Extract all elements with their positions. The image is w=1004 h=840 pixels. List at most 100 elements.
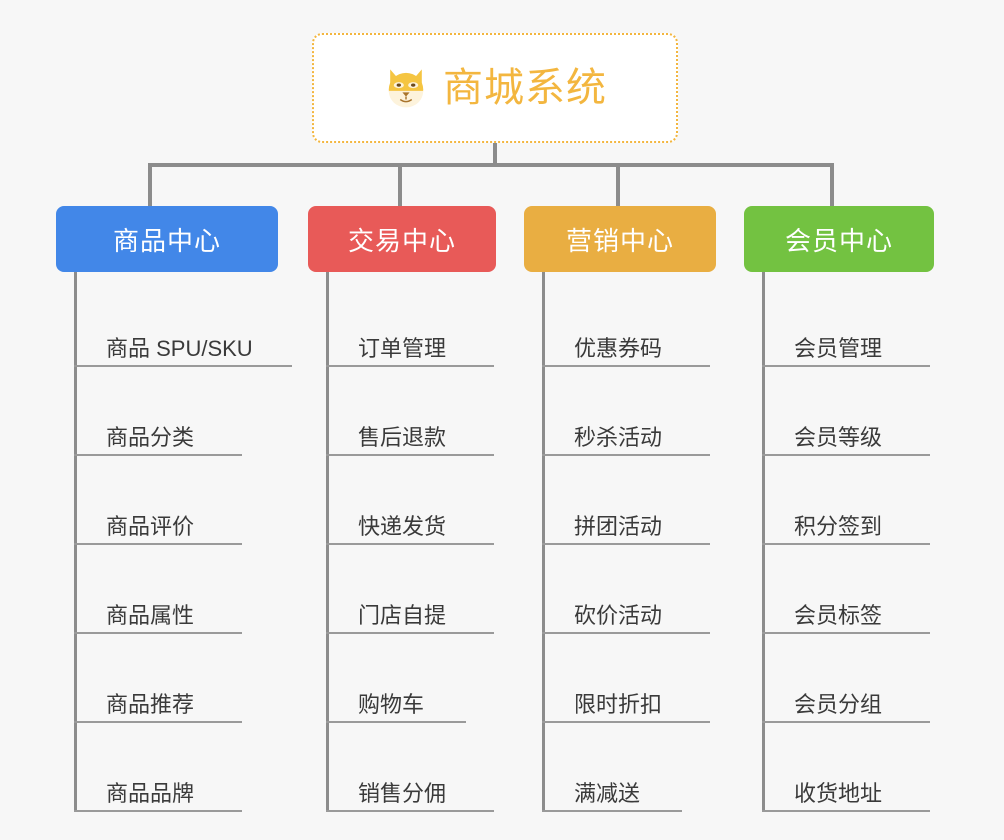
connector-root-stem <box>493 143 497 165</box>
leaf-underline <box>542 810 682 812</box>
leaf-label: 会员分组 <box>794 691 883 717</box>
list-item[interactable]: 商品评价 <box>56 456 278 545</box>
leaf-underline <box>326 365 494 367</box>
leaf-list-product-center: 商品 SPU/SKU 商品分类 商品评价 商品属性 商品推荐 商品品牌 <box>56 272 292 812</box>
category-title: 交易中心 <box>347 225 456 256</box>
leaf-underline <box>762 632 930 634</box>
leaf-label: 积分签到 <box>794 513 883 539</box>
branch-marketing-center: 营销中心 优惠券码 秒杀活动 拼团活动 砍价活动 限时折扣 <box>524 206 716 812</box>
leaf-label: 会员管理 <box>794 335 883 361</box>
leaf-label: 售后退款 <box>358 424 447 450</box>
list-item[interactable]: 限时折扣 <box>524 634 716 723</box>
list-item[interactable]: 门店自提 <box>308 545 496 634</box>
list-item[interactable]: 会员标签 <box>744 545 934 634</box>
leaf-label: 商品推荐 <box>106 691 195 717</box>
list-item[interactable]: 商品品牌 <box>56 723 278 812</box>
leaf-label: 拼团活动 <box>574 513 663 539</box>
leaf-list-trade-center: 订单管理 售后退款 快递发货 门店自提 购物车 销售分佣 <box>308 272 496 812</box>
leaf-label: 快递发货 <box>358 513 447 539</box>
connector-horizontal-bus <box>148 163 834 167</box>
leaf-label: 优惠券码 <box>574 335 663 361</box>
connector-drop-marketing-center <box>616 163 620 206</box>
list-item[interactable]: 快递发货 <box>308 456 496 545</box>
list-item[interactable]: 购物车 <box>308 634 496 723</box>
root-node-mall-system[interactable]: 商城系统 <box>312 33 678 143</box>
branch-member-center: 会员中心 会员管理 会员等级 积分签到 会员标签 会员分组 <box>744 206 934 812</box>
leaf-underline <box>326 454 494 456</box>
list-item[interactable]: 会员等级 <box>744 367 934 456</box>
connector-drop-member-center <box>830 163 834 206</box>
leaf-label: 秒杀活动 <box>574 424 663 450</box>
branch-product-center: 商品中心 商品 SPU/SKU 商品分类 商品评价 商品属性 商品推荐 <box>56 206 292 812</box>
leaf-list-marketing-center: 优惠券码 秒杀活动 拼团活动 砍价活动 限时折扣 满减送 <box>524 272 716 812</box>
list-item[interactable]: 拼团活动 <box>524 456 716 545</box>
category-header-trade-center[interactable]: 交易中心 <box>308 206 496 272</box>
leaf-underline <box>762 721 930 723</box>
leaf-label: 限时折扣 <box>574 691 663 717</box>
category-title: 营销中心 <box>565 225 674 256</box>
leaf-underline <box>326 810 494 812</box>
leaf-label: 商品评价 <box>106 513 195 539</box>
leaf-underline <box>542 632 710 634</box>
leaf-label: 商品分类 <box>106 424 195 450</box>
list-item[interactable]: 满减送 <box>524 723 716 812</box>
list-item[interactable]: 积分签到 <box>744 456 934 545</box>
leaf-underline <box>762 365 930 367</box>
leaf-trunk-line <box>762 272 765 812</box>
leaf-underline <box>74 543 242 545</box>
leaf-underline <box>542 543 710 545</box>
category-title: 商品中心 <box>112 225 221 256</box>
leaf-label: 商品品牌 <box>106 780 195 806</box>
leaf-underline <box>326 632 494 634</box>
leaf-label: 收货地址 <box>794 780 883 806</box>
list-item[interactable]: 收货地址 <box>744 723 934 812</box>
leaf-label: 砍价活动 <box>574 602 663 628</box>
list-item[interactable]: 优惠券码 <box>524 278 716 367</box>
leaf-trunk-line <box>542 272 545 812</box>
list-item[interactable]: 会员管理 <box>744 278 934 367</box>
category-title: 会员中心 <box>784 225 893 256</box>
leaf-underline <box>74 810 242 812</box>
root-title: 商城系统 <box>443 66 607 110</box>
leaf-label: 门店自提 <box>358 602 447 628</box>
leaf-underline <box>74 454 242 456</box>
leaf-label: 会员标签 <box>794 602 883 628</box>
shiba-dog-emoji <box>388 69 424 108</box>
leaf-underline <box>762 543 930 545</box>
category-header-product-center[interactable]: 商品中心 <box>56 206 278 272</box>
list-item[interactable]: 商品推荐 <box>56 634 278 723</box>
leaf-underline <box>74 365 292 367</box>
leaf-underline <box>542 454 710 456</box>
list-item[interactable]: 售后退款 <box>308 367 496 456</box>
leaf-underline <box>542 721 710 723</box>
leaf-label: 销售分佣 <box>358 780 447 806</box>
list-item[interactable]: 会员分组 <box>744 634 934 723</box>
leaf-label: 订单管理 <box>358 335 447 361</box>
leaf-underline <box>542 365 710 367</box>
leaf-label: 会员等级 <box>794 424 883 450</box>
list-item[interactable]: 砍价活动 <box>524 545 716 634</box>
leaf-label: 购物车 <box>358 691 425 717</box>
leaf-underline <box>762 810 930 812</box>
category-header-marketing-center[interactable]: 营销中心 <box>524 206 716 272</box>
connector-drop-product-center <box>148 163 152 206</box>
leaf-trunk-line <box>74 272 77 812</box>
list-item[interactable]: 商品分类 <box>56 367 278 456</box>
leaf-underline <box>326 721 466 723</box>
leaf-label: 满减送 <box>574 780 641 806</box>
leaf-trunk-line <box>326 272 329 812</box>
leaf-list-member-center: 会员管理 会员等级 积分签到 会员标签 会员分组 收货地址 <box>744 272 934 812</box>
list-item[interactable]: 秒杀活动 <box>524 367 716 456</box>
leaf-label: 商品 SPU/SKU <box>106 335 253 361</box>
branch-trade-center: 交易中心 订单管理 售后退款 快递发货 门店自提 购物车 <box>308 206 496 812</box>
connector-drop-trade-center <box>398 163 402 206</box>
leaf-underline <box>74 721 242 723</box>
leaf-underline <box>326 543 494 545</box>
list-item[interactable]: 商品属性 <box>56 545 278 634</box>
category-header-member-center[interactable]: 会员中心 <box>744 206 934 272</box>
leaf-underline <box>762 454 930 456</box>
list-item[interactable]: 订单管理 <box>308 278 496 367</box>
list-item[interactable]: 商品 SPU/SKU <box>56 278 292 367</box>
list-item[interactable]: 销售分佣 <box>308 723 496 812</box>
leaf-label: 商品属性 <box>106 602 195 628</box>
